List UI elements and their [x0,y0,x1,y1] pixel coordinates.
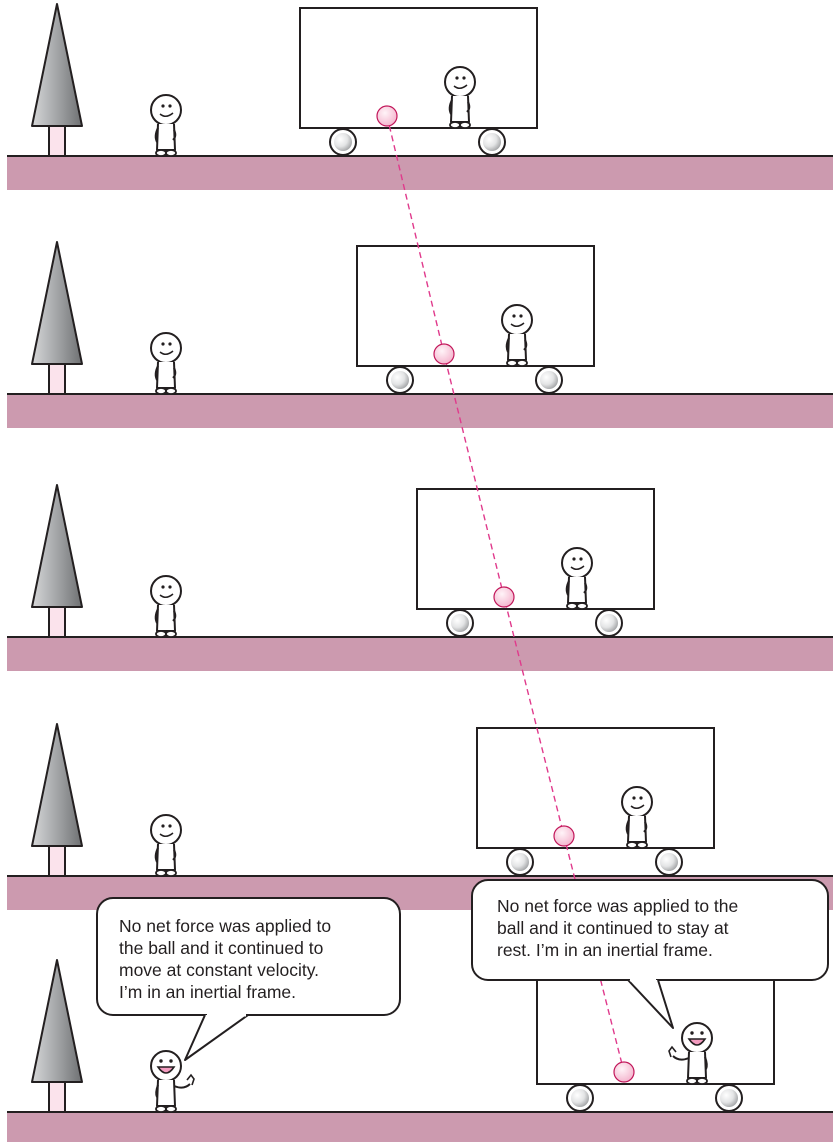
tree-icon [32,485,82,637]
wheel-icon [447,610,473,636]
cart-icon [417,489,654,636]
person-icon [151,815,181,876]
wheel-icon [507,849,533,875]
bubble-line: I’m in an inertial frame. [119,982,296,1002]
bubble-line: ball and it continued to stay at [497,918,729,938]
person-icon [151,576,181,637]
wheel-icon [387,367,413,393]
ground [7,637,833,671]
tree-icon [32,242,82,394]
ball-icon [434,344,454,364]
person-icon [151,333,181,394]
wheel-icon [716,1085,742,1111]
cart-icon [477,728,714,875]
wheel-icon [596,610,622,636]
cart-icon [300,8,537,155]
ground [7,394,833,428]
tree-icon [32,960,82,1112]
frame-2 [7,242,833,428]
ball-icon [554,826,574,846]
bubble-line: No net force was applied to the [497,896,738,916]
wheel-icon [330,129,356,155]
wheel-icon [536,367,562,393]
person-icon [151,95,181,156]
person-icon [151,1051,194,1112]
ball-icon [377,106,397,126]
cart-icon [357,246,594,393]
ground [7,1112,833,1142]
ball-icon [614,1062,634,1082]
ground [7,156,833,190]
speech-bubble-tail [185,1015,248,1060]
tree-icon [32,4,82,156]
frame-1 [7,4,833,190]
bubble-line: the ball and it continued to [119,938,323,958]
wheel-icon [656,849,682,875]
bubble-line: No net force was applied to [119,916,331,936]
wheel-icon [567,1085,593,1111]
ball-icon [494,587,514,607]
frame-3 [7,485,833,671]
tree-icon [32,724,82,876]
bubble-line: rest. I’m in an inertial frame. [497,940,713,960]
bubble-line: move at constant velocity. [119,960,319,980]
wheel-icon [479,129,505,155]
